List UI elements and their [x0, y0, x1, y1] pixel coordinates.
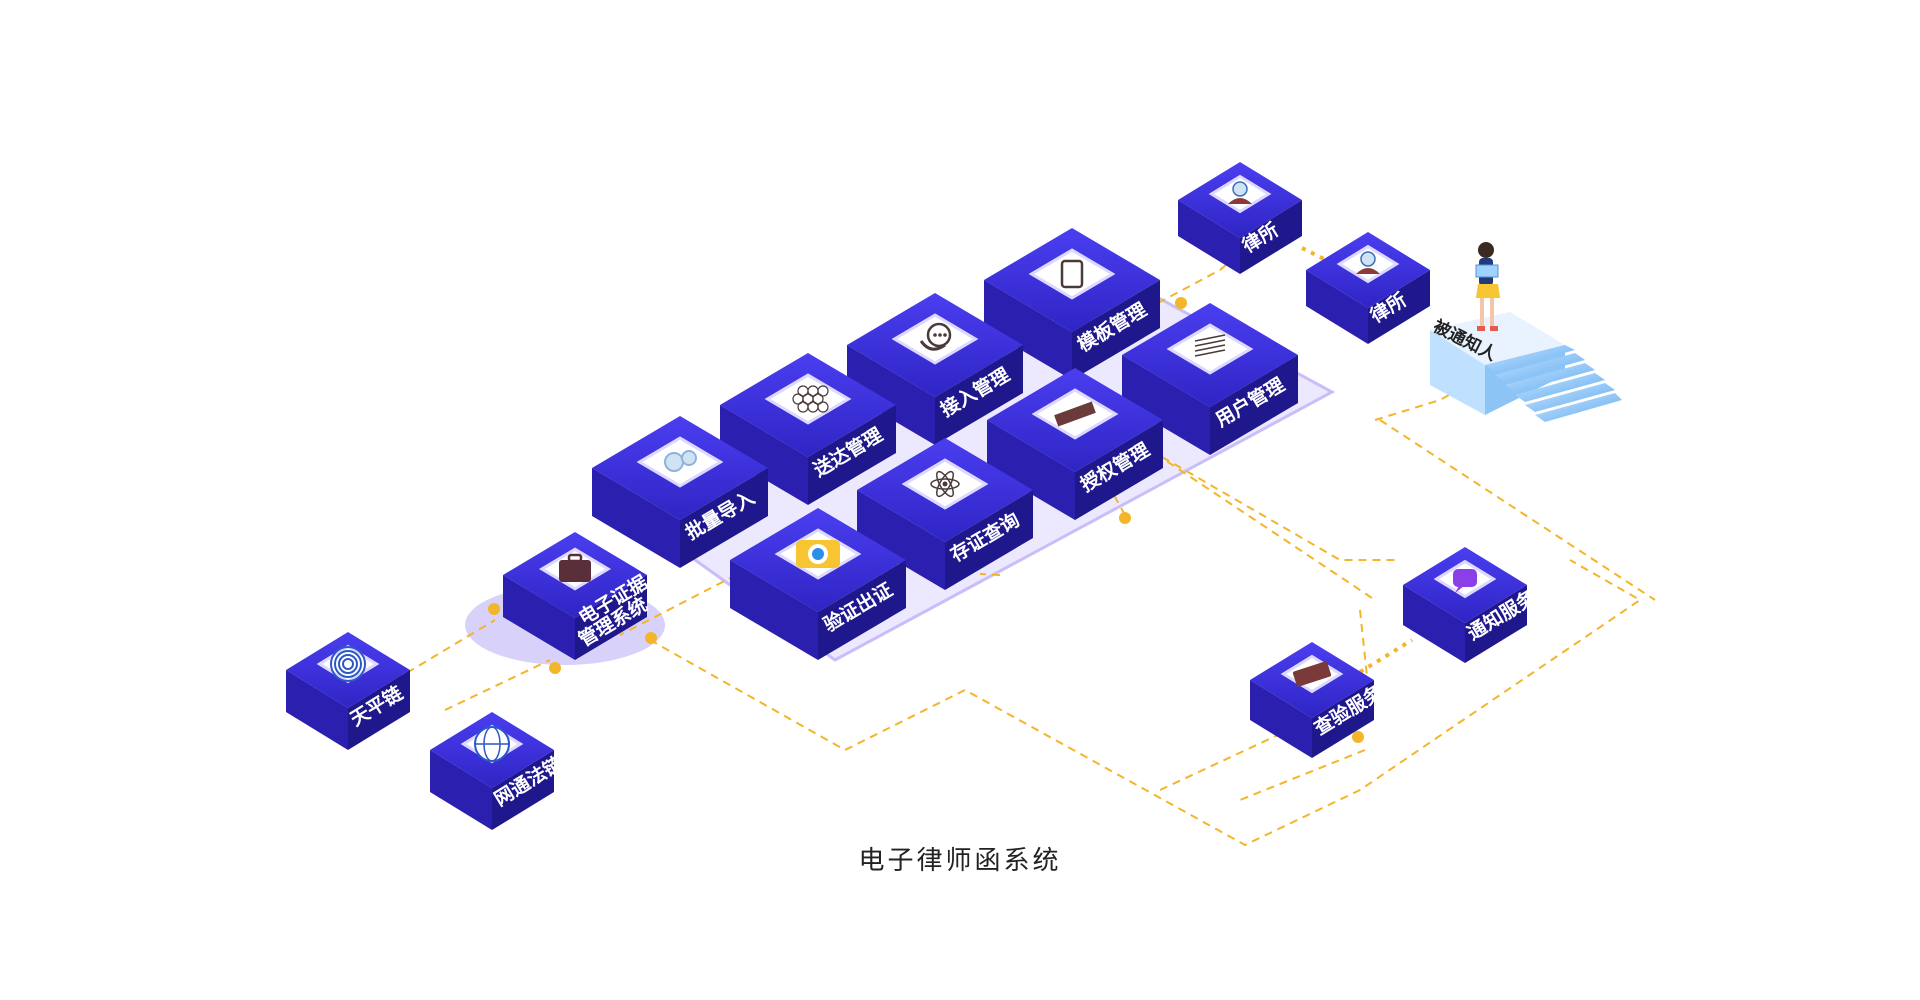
- lawyer-icon: [1336, 244, 1400, 284]
- atom-icon: [901, 458, 989, 510]
- camera-icon: [774, 528, 862, 580]
- ruler-icon: [1031, 388, 1119, 440]
- lawyer-icon: [1208, 174, 1272, 214]
- notification-service-block[interactable]: 通知服务: [1403, 547, 1541, 663]
- user-mgmt-block[interactable]: 用户管理: [1122, 303, 1298, 455]
- tablet-icon: [1028, 248, 1116, 300]
- briefcase-icon: [538, 547, 612, 591]
- wangtong-chain-block[interactable]: 网通法链: [430, 712, 567, 830]
- verify-issue-block[interactable]: 验证出证: [730, 508, 906, 660]
- gears-icon: [636, 436, 724, 488]
- authorization-mgmt-block[interactable]: 授权管理: [987, 368, 1163, 520]
- person-icon: [1475, 242, 1500, 331]
- headset-chat-icon: [891, 313, 979, 365]
- access-mgmt-block[interactable]: 接入管理: [847, 293, 1023, 445]
- inspection-service-block[interactable]: 查验服务: [1250, 642, 1388, 758]
- law-firm-block-1[interactable]: 律所: [1178, 162, 1302, 274]
- fingerprint-icon: [316, 644, 380, 684]
- chat-bubble-icon: [1433, 559, 1497, 599]
- law-firm-block-2[interactable]: 律所: [1306, 232, 1430, 344]
- recipient-stairs: 被通知人: [1430, 242, 1622, 422]
- evidence-query-block[interactable]: 存证查询: [857, 438, 1033, 590]
- delivery-mgmt-block[interactable]: 送达管理: [720, 353, 896, 505]
- globe-icon: [460, 724, 524, 764]
- hexagon-grid-icon: [764, 373, 852, 425]
- batch-import-block[interactable]: 批量导入: [592, 416, 768, 568]
- diagram-caption: 电子律师函系统: [858, 846, 1062, 876]
- template-mgmt-block[interactable]: 模板管理: [984, 228, 1160, 380]
- tianping-chain-block[interactable]: 天平链: [286, 632, 410, 750]
- keyboard-icon: [1280, 654, 1344, 694]
- list-lines-icon: [1166, 323, 1254, 375]
